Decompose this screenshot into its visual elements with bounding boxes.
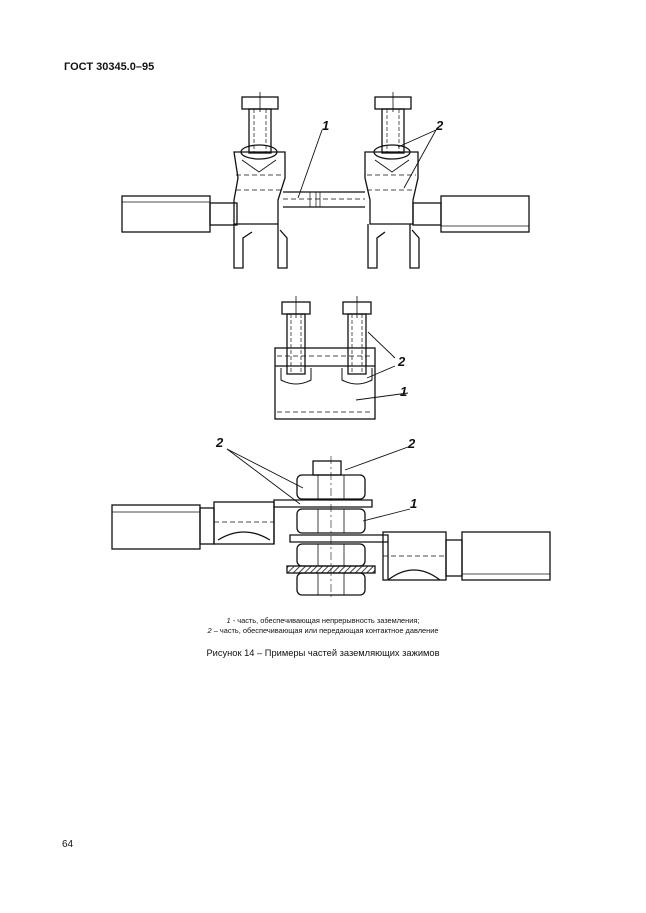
legend-text: - часть, обеспечивающая непрерывность за…	[230, 616, 420, 625]
legend-num: 2	[207, 626, 212, 635]
page-number: 64	[62, 839, 74, 850]
label-top-part1: 1	[322, 118, 329, 133]
label-bot-left2: 2	[215, 435, 224, 450]
drawing-top-clamps	[121, 92, 530, 269]
drawing-bottom-bolted	[111, 446, 551, 600]
legend-line-1: 1 - часть, обеспечивающая непрерывность …	[0, 616, 646, 626]
figure-caption: Рисунок 14 – Примеры частей заземляющих …	[206, 648, 440, 658]
label-mid-part2: 2	[397, 354, 406, 369]
legend-num: 1	[226, 616, 231, 625]
document-code: ГОСТ 30345.0–95	[64, 61, 155, 73]
legend-line-2: 2 – часть, обеспечивающая или передающая…	[0, 626, 646, 636]
drawing-middle-block	[274, 296, 409, 420]
label-mid-part1: 1	[400, 384, 407, 399]
label-top-part2: 2	[435, 118, 444, 133]
legend-text: – часть, обеспечивающая или передающая к…	[211, 626, 439, 635]
label-bot-part1: 1	[410, 496, 417, 511]
label-bot-right2: 2	[407, 436, 416, 451]
